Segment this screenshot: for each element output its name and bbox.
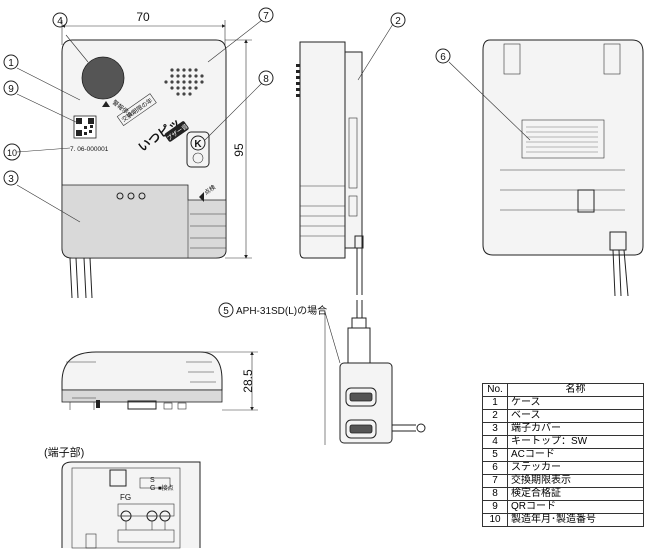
table-cell-no: 7 <box>482 474 508 488</box>
table-cell-name: 検定合格証 <box>507 487 644 501</box>
inspection-mark: K <box>194 139 202 150</box>
width-dimension: 70 <box>136 10 150 24</box>
table-cell-no: 4 <box>482 435 508 449</box>
table-header-name: 名称 <box>507 383 644 397</box>
table-cell-name: ベース <box>507 409 644 423</box>
table-header-row: No. 名称 <box>482 383 644 397</box>
table-cell-no: 8 <box>482 487 508 501</box>
table-cell-no: 2 <box>482 409 508 423</box>
table-cell-name: ステッカー <box>507 461 644 475</box>
terminal-fg: FG <box>120 493 131 502</box>
height-dimension: 95 <box>232 143 246 157</box>
table-cell-name: キートップ：SW <box>507 435 644 449</box>
callout-8: 8 <box>263 74 269 85</box>
plug-view: 5 APH-31SD(L)の場合 <box>218 300 426 445</box>
table-cell-no: 10 <box>482 513 508 527</box>
callout-3: 3 <box>8 174 14 185</box>
table-cell-name: ケース <box>507 396 644 410</box>
table-cell-name: ACコード <box>507 448 644 462</box>
table-cell-name: 交換期限表示 <box>507 474 644 488</box>
terminal-s: S <box>150 477 155 484</box>
callout-1: 1 <box>8 58 14 69</box>
terminal-title: (端子部) <box>44 445 84 459</box>
aph-label: APH-31SD(L)の場合 <box>236 304 327 317</box>
front-view: 70 95 警報停止 交換期限の年 <box>16 10 263 299</box>
speaker-grid <box>164 68 204 96</box>
table-header-no: No. <box>482 383 508 397</box>
terminal-mode: ■接点 <box>158 484 174 492</box>
table-cell-no: 9 <box>482 500 508 514</box>
table-cell-name: 製造年月･製造番号 <box>507 513 644 527</box>
table-cell-name: 端子カバー <box>507 422 644 436</box>
table-cell-name: QRコード <box>507 500 644 514</box>
serial-text: 7. 06-000001 <box>70 146 109 153</box>
bottom-view: 28.5 <box>61 351 258 411</box>
callout-10: 10 <box>7 148 17 158</box>
table-cell-no: 6 <box>482 461 508 475</box>
callout-6: 6 <box>440 52 446 63</box>
front-callouts: 4 7 1 9 10 3 8 <box>3 7 274 186</box>
qr-code <box>73 115 97 139</box>
side-view: 2 <box>296 12 406 295</box>
callout-7: 7 <box>263 11 269 22</box>
table-cell-no: 3 <box>482 422 508 436</box>
depth-dimension: 28.5 <box>241 369 255 393</box>
back-view: 6 <box>435 39 644 297</box>
terminal-g: G <box>150 485 155 492</box>
callout-5: 5 <box>223 306 229 317</box>
table-cell-no: 5 <box>482 448 508 462</box>
callout-4: 4 <box>57 16 63 27</box>
callout-9: 9 <box>8 84 14 95</box>
terminal-view: (端子部) S G ■接点 FG <box>44 445 201 549</box>
table-cell-no: 1 <box>482 396 508 410</box>
callout-2: 2 <box>395 16 401 27</box>
